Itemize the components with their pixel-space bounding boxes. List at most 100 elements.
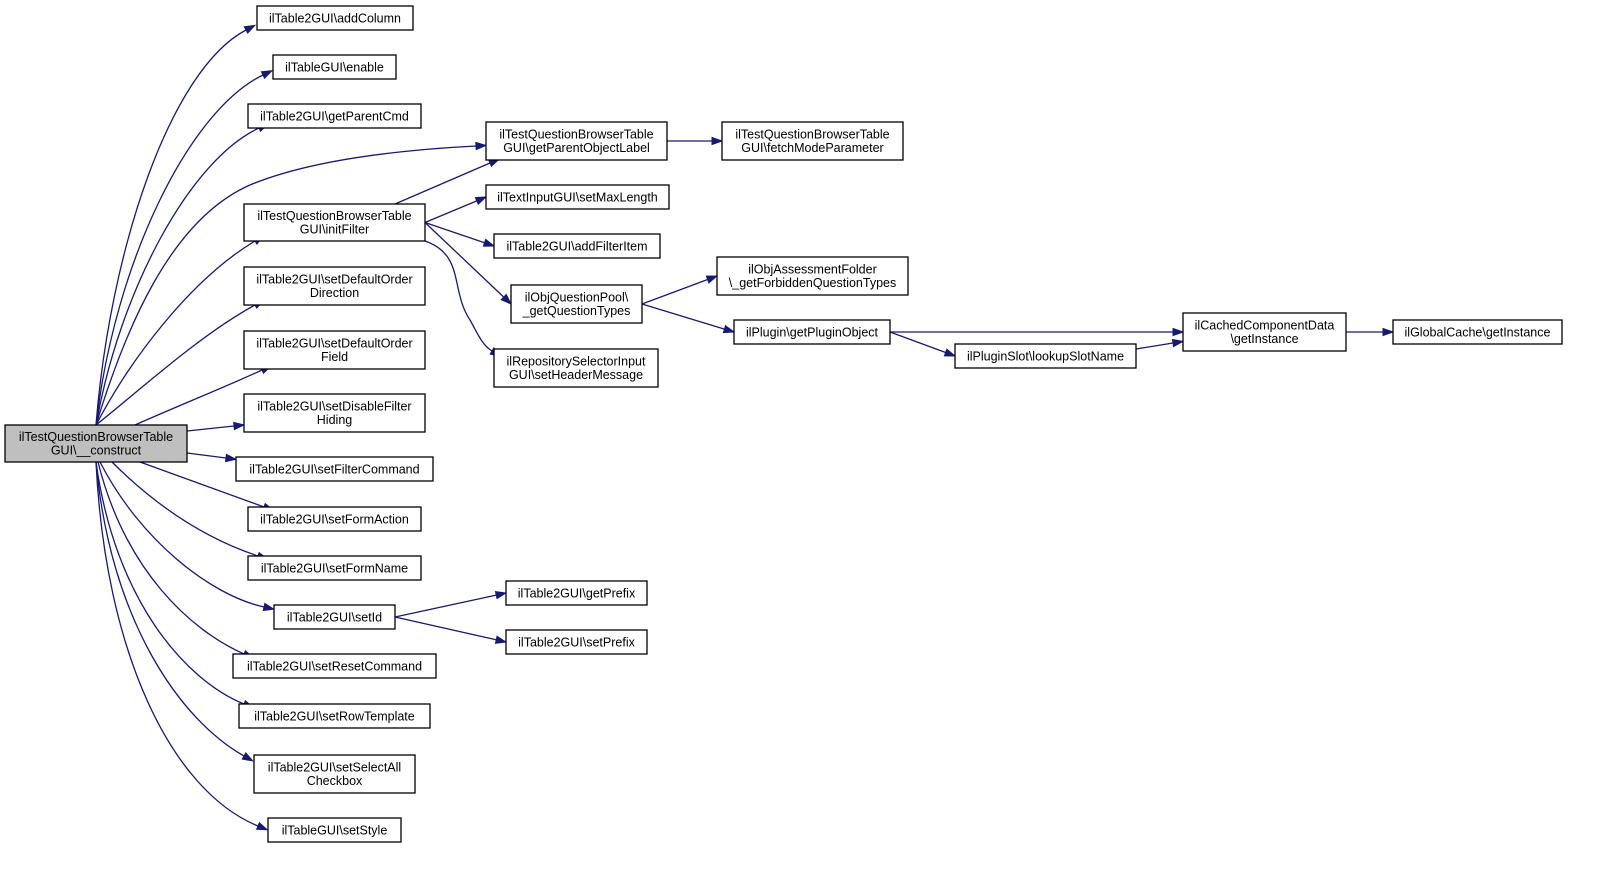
node-label-line: ilTable2GUI\setDefaultOrder [256,273,412,287]
node-label-line: ilTable2GUI\addColumn [269,11,401,25]
node-box [721,121,904,161]
edge-line [424,221,485,244]
node-box [238,703,431,729]
node-box [256,5,414,31]
node-set-max-length[interactable]: ilTextInputGUI\setMaxLength [485,184,670,210]
node-set-header-message[interactable]: ilRepositorySelectorInputGUI\setHeaderMe… [493,348,659,388]
edge-cached-get-instance-to-global-cache-get-instance [1346,327,1395,337]
node-cached-get-instance[interactable]: ilCachedComponentData\getInstance [1182,312,1347,352]
node-box [493,233,661,259]
node-label-line: GUI\fetchModeParameter [741,141,883,155]
edge-line [95,240,256,426]
arrowhead [494,591,508,600]
node-label-line: GUI\setHeaderMessage [509,368,643,382]
node-label-line: ilTableGUI\setStyle [282,823,388,837]
edge-get-parent-object-label-to-fetch-mode-parameter [667,136,724,146]
node-set-prefix[interactable]: ilTable2GUI\setPrefix [505,629,648,655]
node-label-line: _getQuestionTypes [522,304,631,318]
node-global-cache-get-instance[interactable]: ilGlobalCache\getInstance [1392,319,1563,345]
node-root[interactable]: ilTestQuestionBrowserTableGUI\__construc… [4,424,188,463]
edge-line [394,594,497,618]
node-label-line: ilTable2GUI\addFilterItem [506,239,647,253]
node-label-line: ilTestQuestionBrowserTable [499,128,653,142]
node-label-line: ilTable2GUI\getPrefix [518,586,636,600]
node-box [243,330,426,370]
edge-root-to-set-filter-command [186,452,238,463]
edge-line [134,369,263,426]
edge-line [394,616,497,641]
node-get-question-types[interactable]: ilObjQuestionPool\_getQuestionTypes [510,284,643,324]
edge-init-filter-to-get-question-types [424,222,513,306]
node-label-line: ilTable2GUI\setFormAction [260,512,409,526]
node-box [243,266,426,306]
node-set-id[interactable]: ilTable2GUI\setId [273,604,396,630]
node-label-line: ilTable2GUI\setFilterCommand [249,462,419,476]
node-box [1392,319,1563,345]
node-get-prefix[interactable]: ilTable2GUI\getPrefix [505,580,648,606]
node-box [267,817,402,843]
node-label-line: ilPluginSlot\lookupSlotName [967,349,1124,363]
node-box [510,284,643,324]
node-get-forbidden-question-types[interactable]: ilObjAssessmentFolder\_getForbiddenQuest… [716,256,909,296]
node-box [954,343,1137,369]
edge-lookup-slot-name-to-cached-get-instance [1135,338,1185,350]
edge-get-question-types-to-get-plugin-object [641,303,736,334]
node-box [1182,312,1347,352]
node-label-line: ilTable2GUI\setDisableFilter [257,400,411,414]
edge-line [95,74,264,426]
node-set-reset-command[interactable]: ilTable2GUI\setResetCommand [232,653,437,679]
node-label-line: Direction [310,286,359,300]
node-box [247,555,422,581]
node-label-line: Checkbox [307,774,363,788]
edge-get-question-types-to-get-forbidden-question-types [641,275,719,305]
node-set-row-template[interactable]: ilTable2GUI\setRowTemplate [238,703,431,729]
edge-line [424,222,505,298]
edge-get-plugin-object-to-lookup-slot-name [889,331,957,357]
node-label-line: ilObjQuestionPool\ [525,291,629,305]
edge-line [111,461,259,557]
node-add-filter-item[interactable]: ilTable2GUI\addFilterItem [493,233,661,259]
nodes-layer: ilTestQuestionBrowserTableGUI\__construc… [4,5,1563,843]
edge-line [95,127,260,426]
node-label-line: ilTable2GUI\setId [287,610,382,624]
edge-line [95,461,245,757]
edge-root-to-enable [95,70,274,426]
node-set-form-action[interactable]: ilTable2GUI\setFormAction [247,506,422,532]
node-label-line: ilTextInputGUI\setMaxLength [497,190,658,204]
node-lookup-slot-name[interactable]: ilPluginSlot\lookupSlotName [954,343,1137,369]
node-label-line: Hiding [317,413,352,427]
node-box [733,319,891,345]
arrowhead [474,196,488,206]
node-enable[interactable]: ilTableGUI\enable [272,54,397,80]
node-box [247,103,422,129]
node-add-column[interactable]: ilTable2GUI\addColumn [256,5,414,31]
node-set-form-name[interactable]: ilTable2GUI\setFormName [247,555,422,581]
edge-get-plugin-object-to-cached-get-instance [890,327,1185,337]
node-box [243,203,426,242]
edge-line [1135,342,1174,350]
arrowhead [475,141,488,151]
node-box [505,629,648,655]
edge-line [95,461,259,827]
node-label-line: \getInstance [1230,332,1298,346]
node-get-parent-object-label[interactable]: ilTestQuestionBrowserTableGUI\getParentO… [485,121,668,161]
node-label-line: \_getForbiddenQuestionTypes [729,276,896,290]
arrowhead [255,821,269,831]
node-fetch-mode-parameter[interactable]: ilTestQuestionBrowserTableGUI\fetchModeP… [721,121,904,161]
arrowhead [262,602,276,612]
root-node-box [4,424,188,463]
node-get-parent-cmd[interactable]: ilTable2GUI\getParentCmd [247,103,422,129]
edge-line [95,304,256,426]
node-label-line: ilTestQuestionBrowserTable [735,128,889,142]
edge-set-id-to-set-prefix [394,616,508,644]
edge-root-to-get-parent-object-label [95,141,488,426]
node-set-style[interactable]: ilTableGUI\setStyle [267,817,402,843]
node-set-filter-command[interactable]: ilTable2GUI\setFilterCommand [235,456,434,482]
node-get-plugin-object[interactable]: ilPlugin\getPluginObject [733,319,891,345]
